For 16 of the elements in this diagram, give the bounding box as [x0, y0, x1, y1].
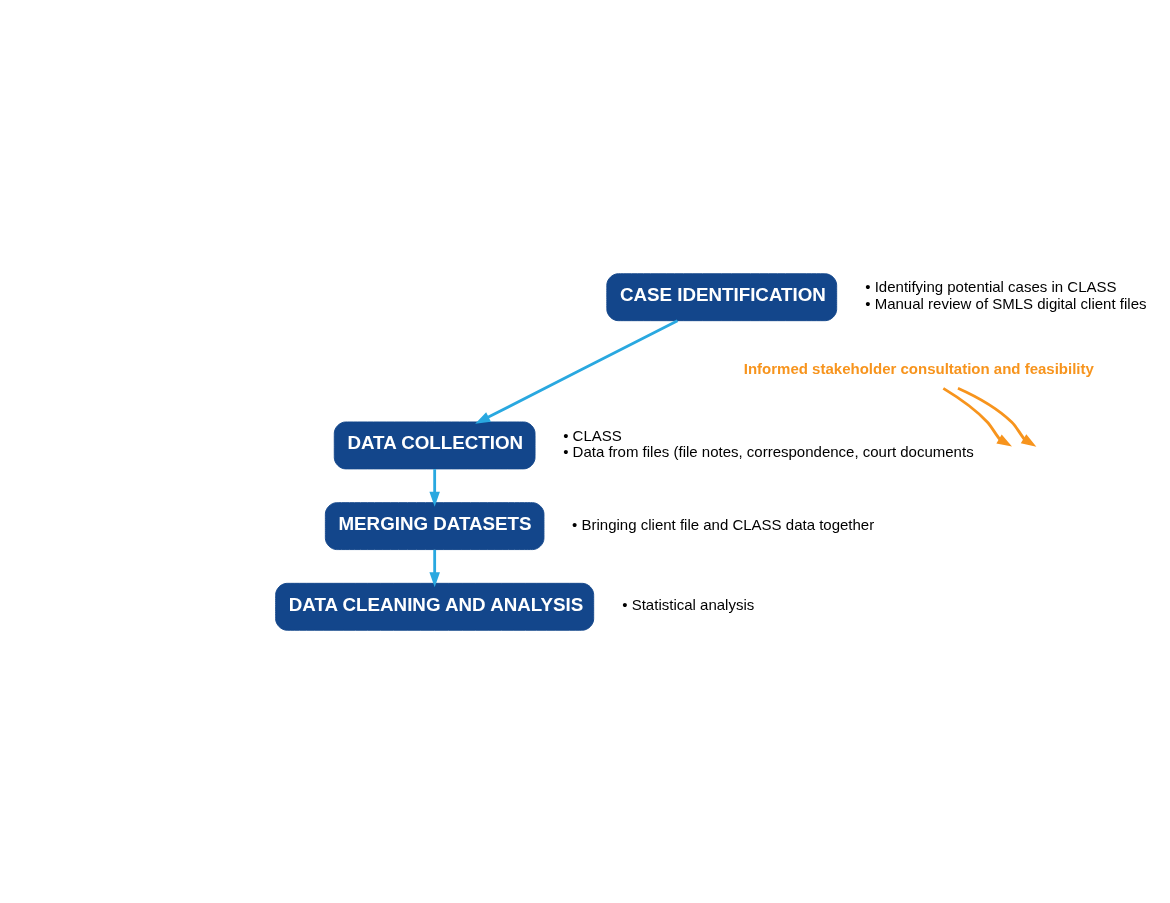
node-label: • CLASS: [563, 426, 622, 444]
node-box: DATA CLEANING AND ANALYSIS: [275, 582, 595, 631]
node-label: • Identifying potential cases in CLASS: [865, 277, 1117, 295]
node-box: MERGING DATASETS: [324, 501, 545, 550]
node-box: CASE IDENTIFICATION: [606, 272, 838, 321]
node-label: • Manual review of SMLS digital client files: [865, 294, 1147, 312]
arrow: [957, 386, 1037, 447]
node-label: • Statistical analysis: [622, 595, 755, 613]
arrow: [475, 318, 679, 424]
arrow: [429, 468, 440, 507]
node-box: DATA COLLECTION: [333, 421, 536, 469]
node-label: • Bringing client file and CLASS data together: [572, 515, 875, 533]
node-text: Informed stakeholder consultation and feasibility: [743, 359, 1094, 377]
arrow: [942, 386, 1012, 447]
arrow: [429, 549, 440, 587]
node-label: • Data from files (file notes, correspondence, court documents: [563, 442, 974, 460]
